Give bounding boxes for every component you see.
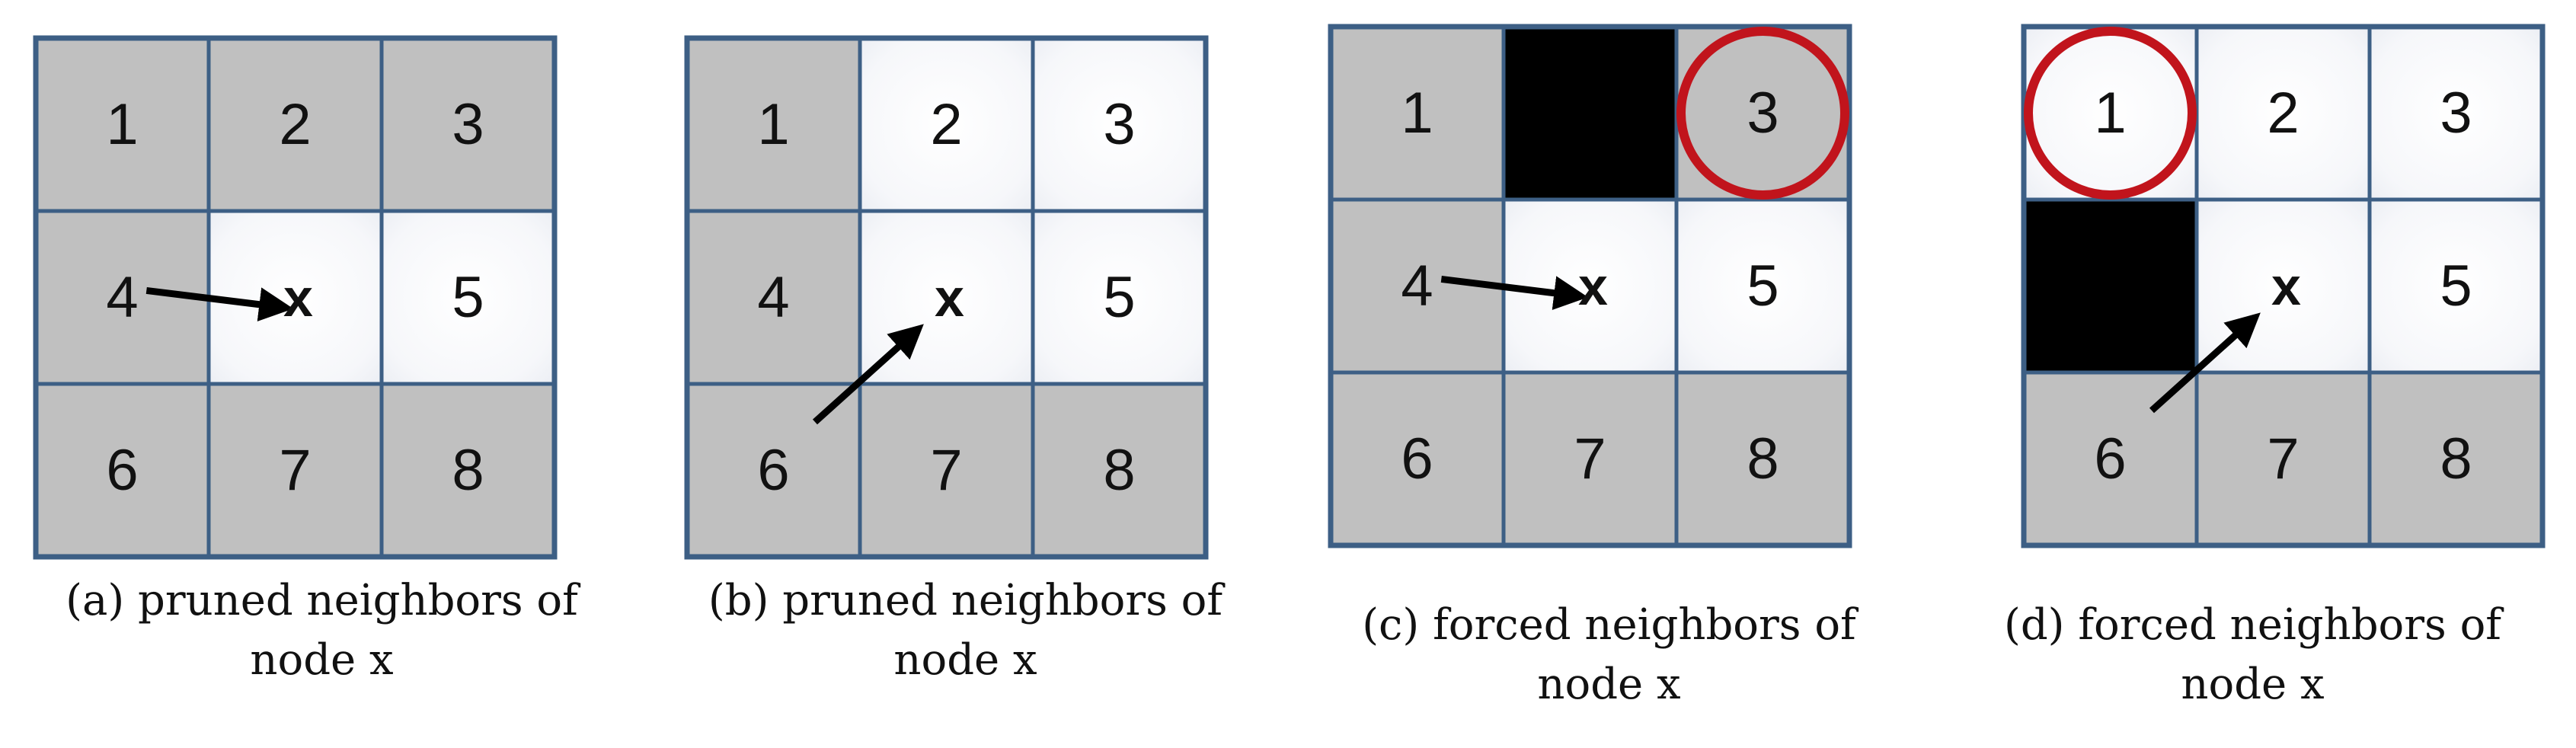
grid-b: 1 2 3 4 x 5 6 7 8 <box>684 35 1209 560</box>
caption-d-line2: node x <box>2181 660 2325 709</box>
node-x-label: x <box>2271 256 2301 316</box>
grid-cell-6 <box>685 382 862 559</box>
move-direction-arrow <box>145 286 294 322</box>
caption-d-line1: (d) forced neighbors of <box>2003 600 2502 650</box>
caption-b-line1: (b) pruned neighbors of <box>708 576 1223 625</box>
cell-label-8: 8 <box>1747 427 1779 491</box>
cell-label-7: 7 <box>1574 427 1606 491</box>
cell-label-6: 6 <box>1401 427 1433 491</box>
cell-label-5: 5 <box>1747 254 1779 318</box>
cell-label-4: 4 <box>757 265 790 330</box>
grid-cell-8 <box>2367 370 2545 548</box>
cell-label-2: 2 <box>2267 81 2300 145</box>
panel-a: 1 2 3 4 x 5 6 7 8 (a) pruned neighbors of node x <box>0 0 644 748</box>
forced-neighbor-circle <box>2024 27 2197 200</box>
node-x-label: x <box>283 267 313 328</box>
forced-neighbor-circle <box>1676 27 1849 200</box>
cell-label-5: 5 <box>452 265 484 330</box>
cell-label-6: 6 <box>757 438 790 503</box>
blocked-cell <box>1501 24 1679 202</box>
grid-cell-5 <box>379 209 557 386</box>
grid-border <box>2021 24 2546 548</box>
caption-b-line2: node x <box>893 635 1037 685</box>
grid-cell-2 <box>206 36 384 213</box>
cell-label-8: 8 <box>2440 427 2472 491</box>
cell-label-7: 7 <box>930 438 963 503</box>
cell-label-4: 4 <box>106 265 139 330</box>
cell-label-3: 3 <box>1103 92 1136 157</box>
node-x-label: x <box>1578 256 1608 316</box>
grid-border <box>1328 24 1852 548</box>
grid-cell-7 <box>858 382 1035 559</box>
cell-label-6: 6 <box>2094 427 2127 491</box>
grid-svg-a <box>33 35 558 560</box>
cell-label-4: 4 <box>1401 254 1433 318</box>
grid-cell-3 <box>1031 36 1208 213</box>
grid-a: 1 2 3 4 x 5 6 7 8 <box>33 35 558 560</box>
cell-label-1: 1 <box>2094 81 2127 145</box>
grid-cell-1 <box>34 36 211 213</box>
panel-b: 1 2 3 4 x 5 6 7 8 (b) pruned neighbors of node x <box>644 0 1287 748</box>
panel-d: 1 2 3 x 5 6 7 8 (d) forced neighbors of node x <box>1931 0 2574 748</box>
move-direction-arrow <box>1440 275 1589 311</box>
cell-label-7: 7 <box>2267 427 2300 491</box>
grid-svg-d <box>2021 24 2546 548</box>
grid-cell-7 <box>1501 370 1679 548</box>
cell-label-8: 8 <box>1103 438 1136 503</box>
caption-c-line2: node x <box>1537 660 1681 709</box>
caption-a-line2: node x <box>250 635 394 685</box>
cell-label-3: 3 <box>1747 81 1779 145</box>
grid-cell-1 <box>1328 24 1506 202</box>
panel-c: 1 3 4 x 5 6 7 8 (c) forced neighbors of node x <box>1287 0 1931 748</box>
grid-cell-7 <box>206 382 384 559</box>
cell-label-3: 3 <box>2440 81 2472 145</box>
grid-border <box>684 35 1209 560</box>
grid-cell-5 <box>1031 209 1208 386</box>
cell-label-8: 8 <box>452 438 484 503</box>
cell-label-2: 2 <box>279 92 312 157</box>
grid-border <box>33 35 558 560</box>
caption-c-line1: (c) forced neighbors of <box>1362 600 1856 650</box>
cell-label-1: 1 <box>1401 81 1433 145</box>
node-x-label: x <box>935 267 964 328</box>
cell-label-3: 3 <box>452 92 484 157</box>
move-direction-arrow <box>2149 312 2261 414</box>
move-direction-arrow <box>812 324 924 425</box>
cell-label-5: 5 <box>2440 254 2472 318</box>
blocked-cell <box>2021 197 2199 375</box>
grid-svg-b <box>684 35 1209 560</box>
cell-label-1: 1 <box>106 92 139 157</box>
caption-a-line1: (a) pruned neighbors of <box>66 576 578 625</box>
cell-label-2: 2 <box>930 92 963 157</box>
cell-label-7: 7 <box>279 438 312 503</box>
grid-cell-8 <box>1674 370 1852 548</box>
grid-svg-c <box>1328 24 1852 548</box>
cell-label-5: 5 <box>1103 265 1136 330</box>
grid-cell-5 <box>2367 197 2545 375</box>
grid-c: 1 3 4 x 5 6 7 8 <box>1328 24 1852 548</box>
grid-d: 1 2 3 x 5 6 7 8 <box>2021 24 2546 548</box>
grid-cell-8 <box>1031 382 1208 559</box>
cell-label-1: 1 <box>757 92 790 157</box>
cell-label-6: 6 <box>106 438 139 503</box>
